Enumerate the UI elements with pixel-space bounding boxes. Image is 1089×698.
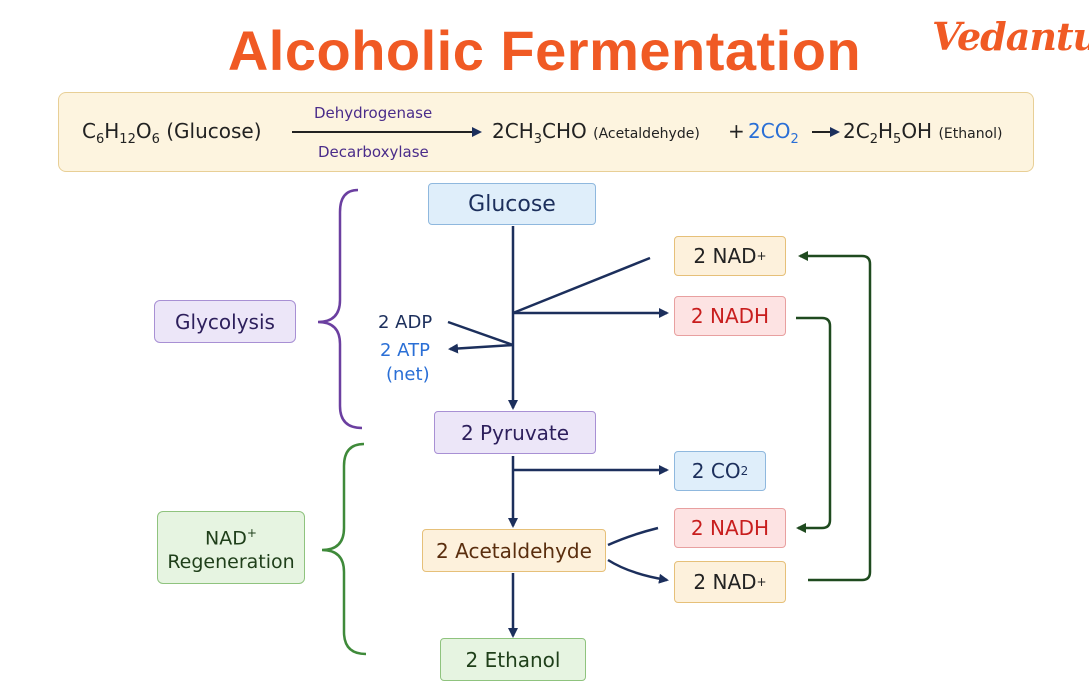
atp-label: 2 ATP: [380, 340, 430, 361]
equation-box: [58, 92, 1034, 172]
glucose-formula: C6H12O6 (Glucose): [82, 119, 262, 147]
nad-regeneration-label: NAD+ Regeneration: [157, 511, 305, 584]
enzyme-decarboxylase: Decarboxylase: [318, 143, 429, 161]
plus-sign: +: [728, 119, 745, 143]
arrow-to-atp: [448, 343, 514, 354]
adp-label: 2 ADP: [378, 312, 433, 333]
nadh-top-node: 2 NADH: [674, 296, 786, 336]
cycle-nadh-down: [796, 316, 832, 533]
co2-formula: 2CO2: [748, 119, 799, 147]
nad-top-node: 2 NAD+: [674, 236, 786, 276]
glycolysis-brace: [317, 188, 363, 430]
nad-in-line: [512, 256, 651, 315]
ethanol-formula: 2C2H5OH (Ethanol): [843, 119, 1003, 147]
atp-net-label: (net): [386, 364, 430, 385]
cycle-nad-up: [798, 251, 872, 582]
ethanol-node: 2 Ethanol: [440, 638, 586, 681]
arrow-to-nad-bottom: [607, 558, 669, 584]
ethanol-name: (Ethanol): [938, 126, 1003, 142]
acetaldehyde-formula: 2CH3CHO (Acetaldehyde): [492, 119, 700, 147]
pyruvate-node: 2 Pyruvate: [434, 411, 596, 454]
vedantu-logo: Vedantu: [932, 14, 1089, 59]
nadh-bottom-node: 2 NADH: [674, 508, 786, 548]
page-title: Alcoholic Fermentation: [227, 19, 862, 82]
enzyme-dehydrogenase: Dehydrogenase: [314, 104, 433, 122]
nadh-in-curve: [607, 526, 659, 547]
glycolysis-label: Glycolysis: [154, 300, 296, 343]
nad-bottom-node: 2 NAD+: [674, 561, 786, 603]
acetaldehyde-name: (Acetaldehyde): [593, 126, 700, 142]
glucose-node: Glucose: [428, 183, 596, 225]
acetaldehyde-node: 2 Acetaldehyde: [422, 529, 606, 572]
regeneration-brace: [321, 442, 367, 656]
adp-in-line: [447, 320, 514, 347]
glucose-name: (Glucose): [166, 119, 262, 143]
